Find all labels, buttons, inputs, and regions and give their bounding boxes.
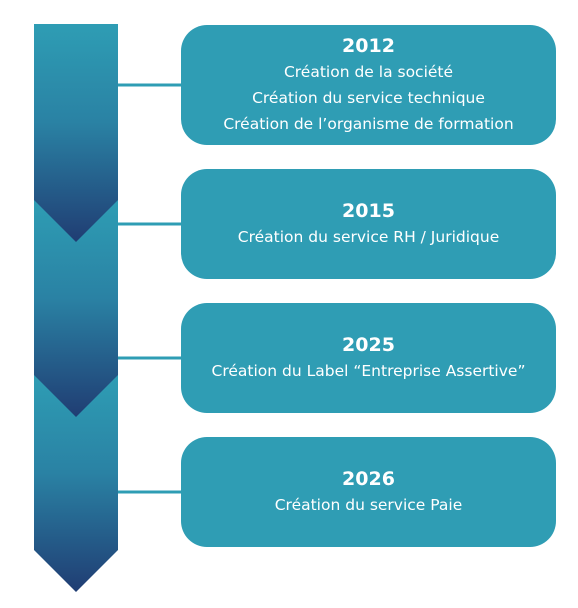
- milestone-line: Création de la société: [283, 63, 454, 81]
- milestone-line: Création du service Paie: [274, 496, 463, 514]
- arrow-segment-2: [34, 24, 118, 242]
- milestone-year: 2026: [342, 468, 395, 490]
- arrow-segments: [34, 24, 118, 592]
- arrow-segment-3: [34, 200, 118, 417]
- milestone-line: Création de l’organisme de formation: [223, 115, 514, 133]
- milestone-box-2015: 2015 Création du service RH / Juridique: [181, 169, 556, 279]
- milestone-line: Création du Label “Entreprise Assertive”: [211, 362, 526, 380]
- milestone-box-2025: 2025 Création du Label “Entreprise Asser…: [181, 303, 556, 413]
- arrow-segment-4: [34, 375, 118, 592]
- milestone-year: 2012: [342, 35, 395, 57]
- milestone-year: 2015: [342, 200, 395, 222]
- milestone-box-2026: 2026 Création du service Paie: [181, 437, 556, 547]
- milestone-year: 2025: [342, 334, 395, 356]
- connector-lines: [118, 83, 182, 494]
- milestone-line: Création du service technique: [252, 89, 485, 107]
- milestone-line: Création du service RH / Juridique: [237, 228, 500, 246]
- milestone-box-2012: 2012 Création de la société Création du …: [181, 25, 556, 145]
